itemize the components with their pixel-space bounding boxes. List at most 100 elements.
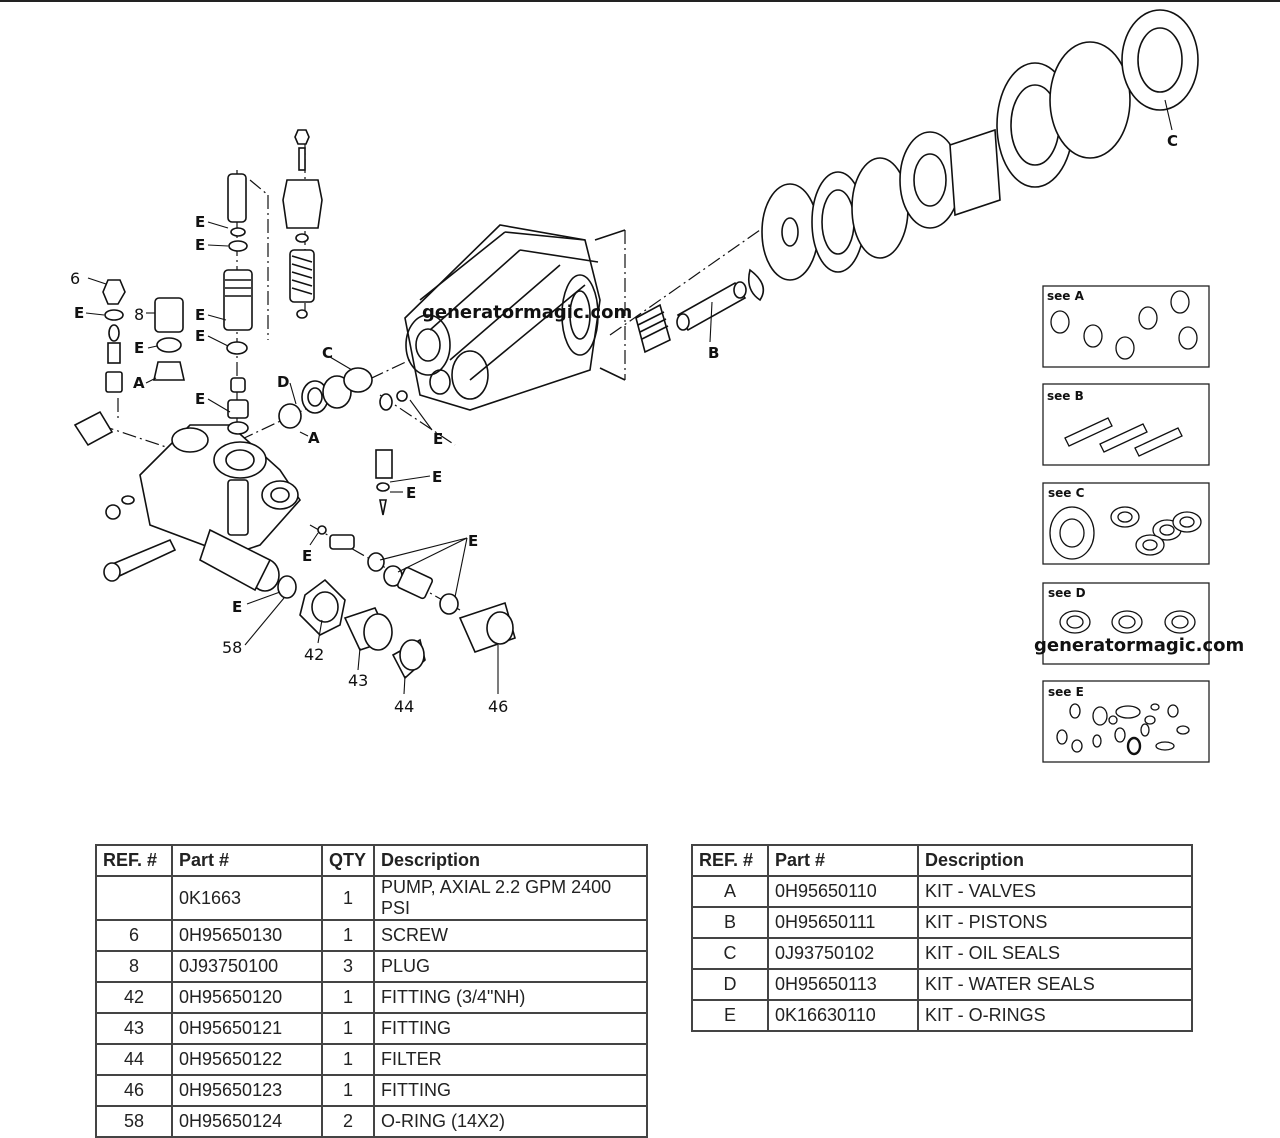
table-row: C 0J93750102 KIT - OIL SEALS: [691, 937, 1193, 970]
seals-and-valves: [278, 367, 459, 615]
description-cell: SCREW: [373, 919, 648, 952]
callout-8: 8: [134, 305, 144, 324]
ref-cell: C: [691, 937, 769, 970]
col-header-part: Part #: [767, 844, 919, 877]
parts-table: REF. # Part # QTY Description 0K1663 1 P…: [95, 844, 648, 1138]
qty-cell: 1: [321, 1012, 375, 1045]
ref-cell: 43: [95, 1012, 173, 1045]
callout-b: B: [708, 344, 719, 362]
ref-cell: B: [691, 906, 769, 939]
table-header-row: REF. # Part # QTY Description: [95, 844, 648, 877]
description-cell: FILTER: [373, 1043, 648, 1076]
callout-e: E: [195, 327, 205, 345]
svg-text:see D: see D: [1048, 586, 1086, 600]
callout-e: E: [468, 532, 478, 550]
qty-cell: 1: [321, 1074, 375, 1107]
top-border: [0, 0, 1280, 2]
leader-lines: [85, 99, 1173, 695]
part-number-cell: 0H95650111: [767, 906, 919, 939]
callout-44: 44: [394, 697, 414, 716]
description-cell: FITTING: [373, 1074, 648, 1107]
qty-cell: 1: [321, 919, 375, 952]
description-cell: KIT - VALVES: [917, 875, 1193, 908]
callout-e: E: [432, 468, 442, 486]
col-header-qty: QTY: [321, 844, 375, 877]
description-cell: KIT - WATER SEALS: [917, 968, 1193, 1001]
table-row: D 0H95650113 KIT - WATER SEALS: [691, 968, 1193, 1001]
table-row: 6 0H95650130 1 SCREW: [95, 919, 648, 952]
table-row: E 0K16630110 KIT - O-RINGS: [691, 999, 1193, 1032]
svg-text:see A: see A: [1047, 289, 1085, 303]
svg-text:see E: see E: [1048, 685, 1084, 699]
part-number-cell: 0H95650130: [171, 919, 323, 952]
table-row: 0K1663 1 PUMP, AXIAL 2.2 GPM 2400 PSI: [95, 875, 648, 921]
svg-text:see C: see C: [1048, 486, 1085, 500]
callout-e: E: [134, 339, 144, 357]
ref-cell: 6: [95, 919, 173, 952]
callout-e: E: [195, 390, 205, 408]
description-cell: FITTING (3/4"NH): [373, 981, 648, 1014]
watermark: generatormagic.com: [1034, 635, 1244, 656]
description-cell: FITTING: [373, 1012, 648, 1045]
part-number-cell: 0H95650121: [171, 1012, 323, 1045]
table-row: A 0H95650110 KIT - VALVES: [691, 875, 1193, 908]
description-cell: KIT - PISTONS: [917, 906, 1193, 939]
qty-cell: 1: [321, 875, 375, 921]
table-row: 44 0H95650122 1 FILTER: [95, 1043, 648, 1076]
table-row: B 0H95650111 KIT - PISTONS: [691, 906, 1193, 939]
callout-6: 6: [70, 269, 80, 288]
callout-46: 46: [488, 697, 508, 716]
part-number-cell: 0H95650120: [171, 981, 323, 1014]
table-row: 42 0H95650120 1 FITTING (3/4"NH): [95, 981, 648, 1014]
table-row: 46 0H95650123 1 FITTING: [95, 1074, 648, 1107]
ref-cell: D: [691, 968, 769, 1001]
kits-table: REF. # Part # Description A 0H95650110 K…: [691, 844, 1193, 1032]
ref-cell: 44: [95, 1043, 173, 1076]
callout-a: A: [133, 374, 145, 392]
ref-cell: 42: [95, 981, 173, 1014]
callout-e: E: [74, 304, 84, 322]
watermark: generatormagic.com: [422, 302, 632, 323]
callout-e: E: [195, 306, 205, 324]
callout-42: 42: [304, 645, 324, 664]
callout-e: E: [406, 484, 416, 502]
callout-e: E: [195, 213, 205, 231]
callout-e: E: [433, 430, 443, 448]
callout-c: C: [1167, 132, 1178, 150]
unloader-stack: [102, 129, 323, 435]
part-number-cell: 0K16630110: [767, 999, 919, 1032]
ref-cell: 8: [95, 950, 173, 983]
table-row: 58 0H95650124 2 O-RING (14X2): [95, 1105, 648, 1138]
description-cell: PLUG: [373, 950, 648, 983]
part-number-cell: 0H95650122: [171, 1043, 323, 1076]
outlet-fittings: [277, 575, 516, 680]
description-cell: KIT - OIL SEALS: [917, 937, 1193, 970]
part-number-cell: 0H95650124: [171, 1105, 323, 1138]
callout-e: E: [195, 236, 205, 254]
col-header-description: Description: [373, 844, 648, 877]
kit-box-c: see C: [1042, 482, 1210, 565]
part-number-cell: 0K1663: [171, 875, 323, 921]
svg-text:see B: see B: [1047, 389, 1084, 403]
kit-box-a: see A: [1042, 285, 1210, 368]
bearing-stack: [761, 9, 1199, 281]
table-row: 43 0H95650121 1 FITTING: [95, 1012, 648, 1045]
qty-cell: 3: [321, 950, 375, 983]
description-cell: PUMP, AXIAL 2.2 GPM 2400 PSI: [373, 875, 648, 921]
table-header-row: REF. # Part # Description: [691, 844, 1193, 877]
crankcase-housing: [404, 224, 626, 411]
callout-43: 43: [348, 671, 368, 690]
ref-cell: 46: [95, 1074, 173, 1107]
col-header-ref: REF. #: [691, 844, 769, 877]
qty-cell: 1: [321, 981, 375, 1014]
part-number-cell: 0J93750100: [171, 950, 323, 983]
kit-box-d: see D: [1042, 582, 1210, 665]
kit-box-b: see B: [1042, 383, 1210, 466]
col-header-description: Description: [917, 844, 1193, 877]
callout-labels: 6 E 8 E A E E E E E D C A E E E E E E 58…: [70, 132, 1178, 716]
qty-cell: 1: [321, 1043, 375, 1076]
callout-c: C: [322, 344, 333, 362]
ref-cell: 58: [95, 1105, 173, 1138]
description-cell: O-RING (14X2): [373, 1105, 648, 1138]
callout-e: E: [232, 598, 242, 616]
